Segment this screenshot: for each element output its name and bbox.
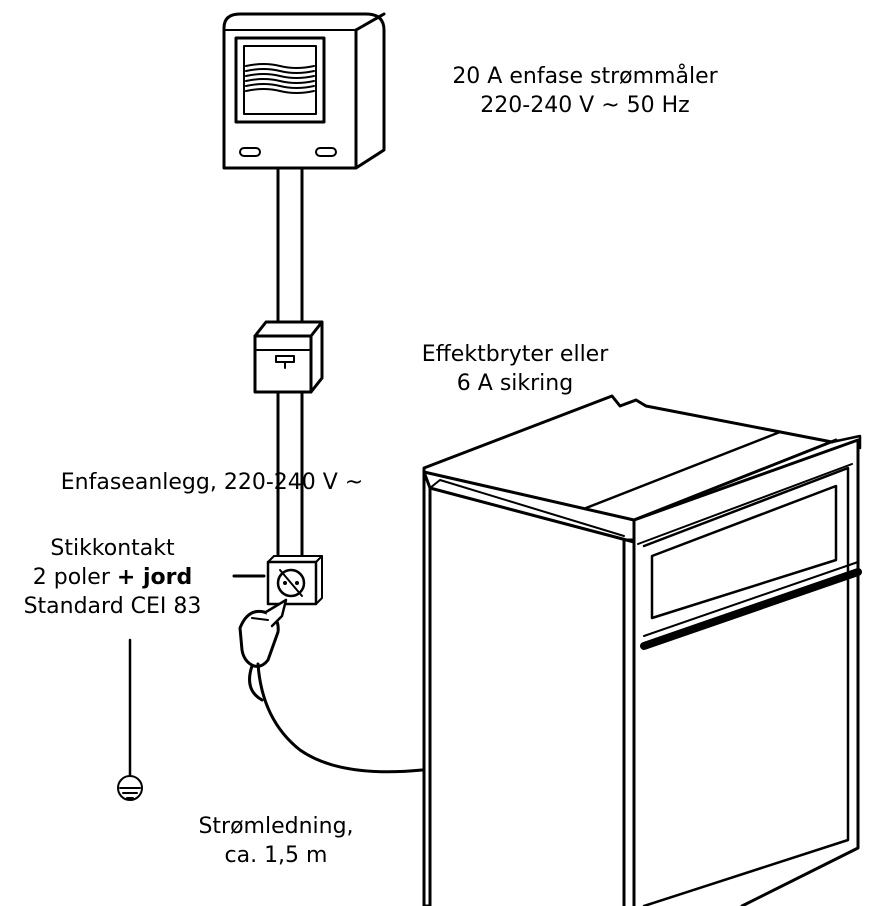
socket-label-line1: Stikkontakt — [50, 536, 175, 561]
socket-label-line3: Standard CEI 83 — [23, 594, 202, 619]
ground-symbol-icon — [117, 638, 143, 801]
supply-cable — [276, 166, 304, 562]
oven-icon — [422, 394, 862, 906]
energy-meter-icon — [222, 12, 386, 170]
circuit-breaker-icon — [253, 320, 324, 394]
breaker-label-line1: Effektbryter eller — [421, 342, 609, 367]
socket-label-poles: 2 poler — [32, 565, 110, 590]
breaker-label: Effektbryter eller 6 A sikring — [360, 340, 670, 398]
cord-label-line2: ca. 1,5 m — [224, 843, 328, 868]
socket-label-ground: + jord — [116, 565, 193, 590]
plug-icon — [238, 598, 288, 702]
installation-label: Enfaseanlegg, 220-240 V ~ — [60, 470, 364, 495]
power-cord — [256, 662, 424, 774]
cord-label: Strømledning, ca. 1,5 m — [196, 812, 356, 870]
meter-label-line2: 220-240 V ~ 50 Hz — [480, 93, 690, 118]
breaker-label-line2: 6 A sikring — [456, 371, 574, 396]
meter-label: 20 A enfase strømmåler 220-240 V ~ 50 Hz — [400, 62, 770, 120]
wall-socket-icon — [266, 555, 323, 606]
meter-label-line1: 20 A enfase strømmåler — [452, 64, 718, 89]
cord-label-line1: Strømledning, — [198, 814, 354, 839]
socket-label-line2: 2 poler + jord — [0, 563, 225, 592]
socket-label: Stikkontakt 2 poler + jord Standard CEI … — [0, 534, 225, 621]
